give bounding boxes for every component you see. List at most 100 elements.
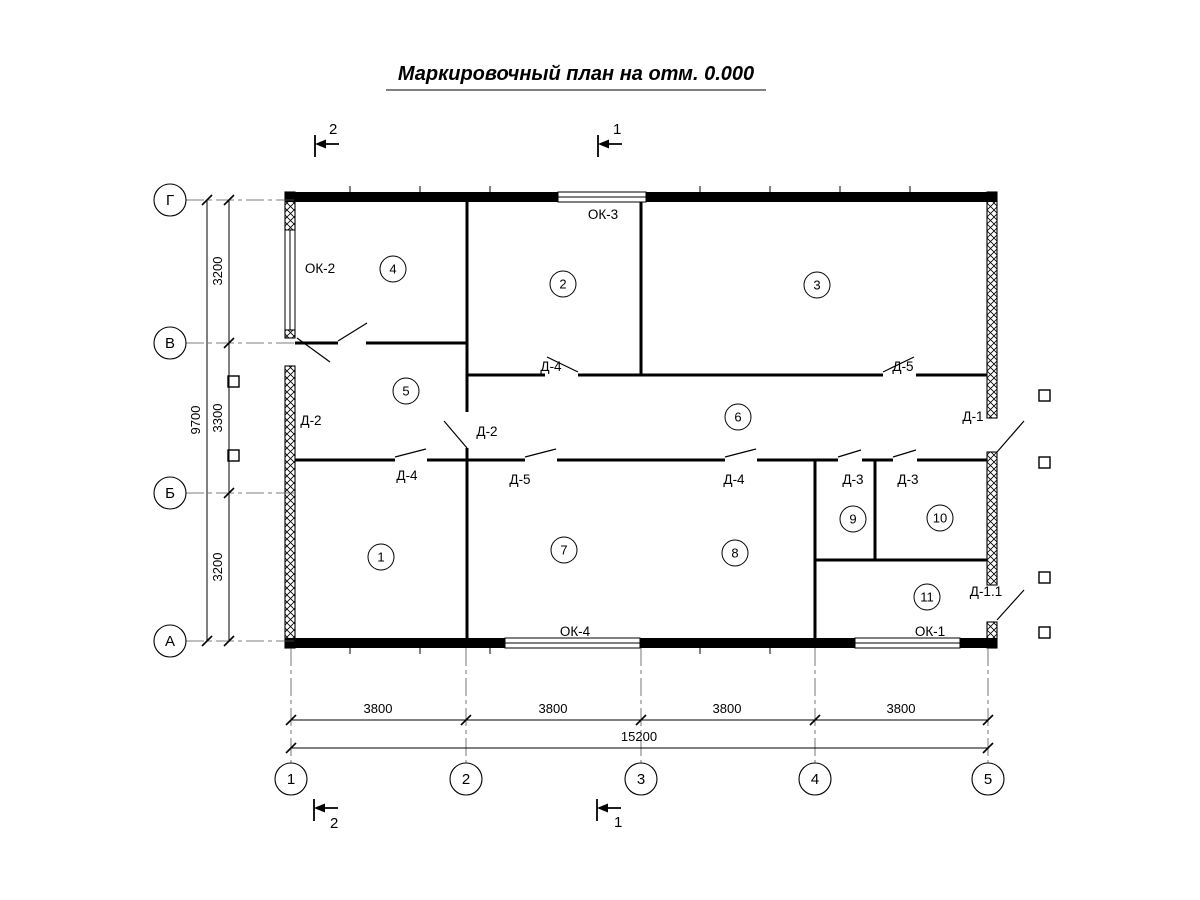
row-axis-label: Б: [165, 485, 175, 502]
dim-tick: [460, 714, 472, 726]
dim-label-left: 3200: [210, 257, 225, 286]
room-number: 1: [377, 550, 384, 565]
col-axis-bubble: [798, 762, 832, 796]
section-label: 2: [330, 815, 338, 832]
row-axis-label: Г: [166, 192, 174, 209]
room-number: 2: [559, 277, 566, 292]
porch-post: [1038, 456, 1051, 469]
row-axis-bubble: [153, 326, 187, 360]
col-axis-bubble: [971, 762, 1005, 796]
dim-tick: [982, 714, 994, 726]
wall-left-bottom: [284, 365, 296, 649]
door-leaf-d5-room3: [882, 356, 915, 373]
door-leaf-d4-room1: [394, 448, 427, 458]
wall-top-right: [646, 192, 997, 202]
dim-tick: [982, 742, 994, 754]
wall-top-left: [285, 192, 558, 202]
room-marker-bubble: [367, 543, 395, 571]
dim-tick: [223, 337, 235, 349]
room-marker-bubble: [392, 377, 420, 405]
room-marker-bubble: [926, 504, 954, 532]
dim-label-left-total: 9700: [188, 406, 203, 435]
wall-right-top: [986, 191, 998, 419]
dim-tick: [809, 714, 821, 726]
col-axis-bubble: [274, 762, 308, 796]
opening-label: Д-1: [962, 409, 983, 424]
opening-label: Д-2: [300, 413, 321, 428]
wall-right-bottom: [986, 621, 998, 649]
section-arrow-icon: [314, 803, 325, 813]
dim-tick: [223, 194, 235, 206]
row-axis-bubble: [153, 624, 187, 658]
dim-label-bottom: 3800: [887, 701, 916, 716]
wall-joint-ticks: [349, 186, 911, 654]
opening-label: Д-5: [509, 472, 530, 487]
opening-label: ОК-2: [305, 261, 335, 276]
row-axis-label: В: [165, 335, 175, 352]
wall-left-top: [284, 191, 296, 231]
col-axis-bubble: [449, 762, 483, 796]
row-axis-label: А: [165, 633, 175, 650]
room-number: 5: [402, 384, 409, 399]
col-axis-label: 3: [637, 771, 645, 788]
window-ok1: [854, 637, 961, 649]
opening-label: Д-4: [396, 468, 418, 483]
porch-post: [227, 375, 240, 388]
wall-bottom-right: [960, 638, 997, 648]
opening-label: Д-3: [842, 472, 863, 487]
col-axis-label: 4: [811, 771, 819, 788]
dim-label-bottom: 3800: [539, 701, 568, 716]
wall-left-pier: [284, 329, 296, 339]
door-leaf-d1-1: [996, 589, 1025, 621]
section-label: 1: [613, 121, 621, 138]
section-arrow-icon: [598, 139, 609, 149]
outer-walls: [284, 191, 998, 649]
col-axis-label: 5: [984, 771, 992, 788]
opening-label: Д-2: [476, 424, 497, 439]
dim-label-left: 3200: [210, 553, 225, 582]
opening-label: Д-4: [723, 472, 745, 487]
room-marker-bubble: [549, 270, 577, 298]
porch-post: [1038, 389, 1051, 402]
col-axis-label: 2: [462, 771, 470, 788]
dim-tick: [201, 635, 213, 647]
opening-label: Д-1.1: [970, 584, 1002, 599]
window-ok3: [557, 191, 647, 203]
wall-bottom-mid: [640, 638, 855, 648]
wall-bottom-left: [285, 638, 505, 648]
door-leaf-d4-room8: [724, 448, 757, 458]
window-ok2: [284, 229, 296, 331]
section-arrow-icon: [597, 803, 608, 813]
opening-label: Д-5: [892, 359, 913, 374]
section-arrow-icon: [315, 139, 326, 149]
door-leaf-d3-room9: [837, 449, 862, 458]
room-number: 7: [560, 543, 567, 558]
room-number: 6: [734, 410, 741, 425]
opening-label: Д-3: [897, 472, 918, 487]
opening-label: ОК-4: [560, 624, 591, 639]
opening-label: Д-4: [540, 359, 562, 374]
dim-tick: [635, 714, 647, 726]
col-axis-bubble: [624, 762, 658, 796]
porch-post: [1038, 571, 1051, 584]
dim-label-bottom: 3800: [364, 701, 393, 716]
porch-post: [1038, 626, 1051, 639]
door-leaf-d5-room7: [524, 448, 557, 458]
room-number: 10: [933, 511, 947, 526]
dim-tick: [223, 635, 235, 647]
row-axis-bubble: [153, 476, 187, 510]
porch-posts: [227, 375, 1051, 639]
room-number: 11: [920, 590, 934, 605]
col-axis-label: 1: [287, 771, 295, 788]
dim-label-left: 3300: [210, 404, 225, 433]
dim-tick: [285, 714, 297, 726]
room-marker-bubble: [913, 583, 941, 611]
wall-right-mid: [986, 451, 998, 586]
interior-walls: [295, 202, 987, 638]
door-leaf-d3-room10: [892, 449, 917, 458]
room-marker-bubble: [839, 505, 867, 533]
room-marker-bubble: [550, 536, 578, 564]
door-leaf-d2-corridor: [443, 420, 468, 449]
porch-post: [227, 449, 240, 462]
